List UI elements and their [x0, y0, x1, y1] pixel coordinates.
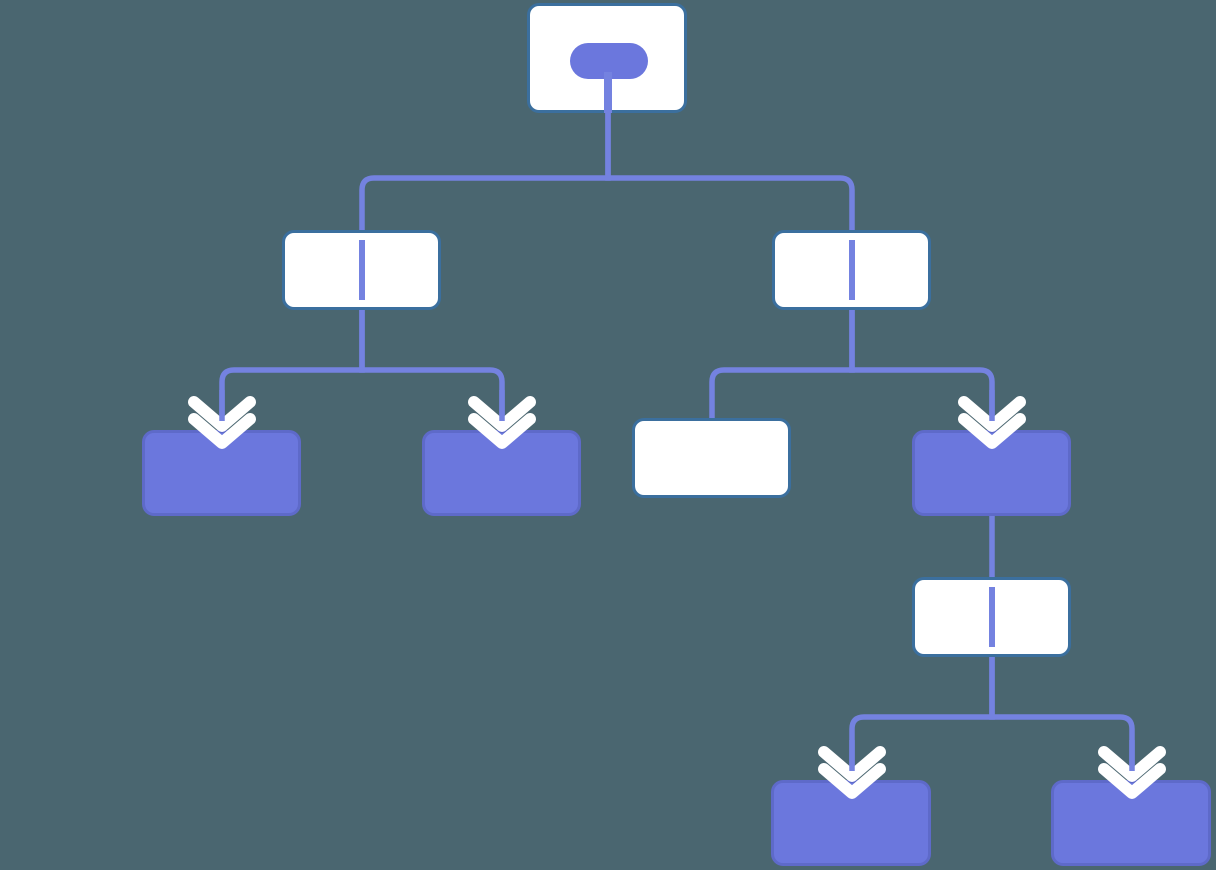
tree-node-n10[interactable]	[1051, 780, 1211, 866]
tree-node-n4[interactable]	[142, 430, 301, 516]
tree-node-n3[interactable]	[772, 230, 931, 310]
edge-n8-to-n9	[849, 657, 995, 782]
tree-node-n6[interactable]	[632, 418, 791, 498]
edge-n8-to-n10	[989, 657, 1135, 782]
tree-node-n2[interactable]	[282, 230, 441, 310]
edge-n3-to-n6	[709, 310, 855, 420]
through-line-group	[359, 72, 995, 647]
tree-node-n5[interactable]	[422, 430, 581, 516]
edge-n3-to-n7	[849, 310, 995, 432]
edge-n1-to-n2	[359, 113, 611, 232]
tree-node-n7[interactable]	[912, 430, 1071, 516]
edge-n2-to-n4	[219, 310, 365, 432]
tree-node-n9[interactable]	[771, 780, 931, 866]
edge-n1-to-n3	[605, 113, 855, 232]
tree-node-n8[interactable]	[912, 577, 1071, 657]
edge-n2-to-n5	[359, 310, 505, 432]
root-pill-badge	[570, 43, 648, 79]
